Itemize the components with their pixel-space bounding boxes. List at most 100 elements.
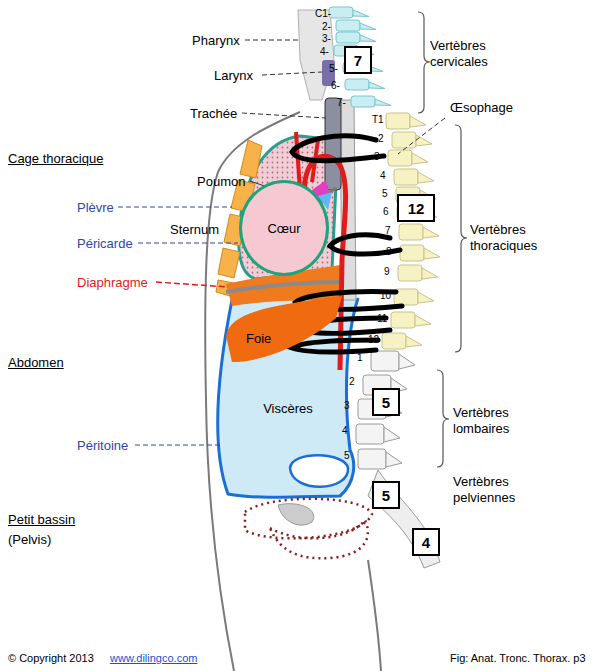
rib bbox=[292, 340, 378, 352]
leader-line bbox=[135, 445, 220, 446]
spinous-process bbox=[353, 10, 369, 17]
vertebra-number: 5 bbox=[382, 188, 388, 200]
diaphragm-line bbox=[226, 282, 348, 292]
vertebra-number: 4 bbox=[380, 170, 386, 182]
node-text: 7 bbox=[354, 52, 362, 69]
vertebra-body bbox=[371, 351, 399, 371]
credit-text: © Copyright 2013 bbox=[8, 652, 94, 665]
leader-lines bbox=[118, 40, 445, 445]
vertebra-number: T1 bbox=[372, 114, 384, 126]
node-text: Cœur bbox=[267, 221, 300, 236]
callout-number-box: 12 bbox=[397, 194, 435, 222]
vertebra-number: 1 bbox=[357, 352, 363, 364]
callout-number-box: 4 bbox=[412, 528, 440, 556]
spinous-process bbox=[412, 153, 428, 164]
callout-number-box: 5 bbox=[372, 388, 400, 416]
vertebra-number: 7- bbox=[337, 97, 346, 109]
vertebra-body bbox=[392, 132, 416, 148]
part-label: Poumon bbox=[197, 174, 245, 190]
spinous-process bbox=[399, 354, 415, 369]
vertebra-body bbox=[399, 224, 423, 240]
vertebra-number: 11 bbox=[377, 313, 387, 325]
vertebra-number: C1- bbox=[315, 8, 331, 20]
spinous-process bbox=[418, 172, 434, 183]
spinous-process bbox=[375, 99, 391, 106]
part-label: Vertèbres thoraciques bbox=[470, 222, 560, 253]
leader-line bbox=[262, 72, 322, 75]
spinous-process bbox=[422, 268, 438, 279]
spinous-process bbox=[386, 452, 402, 467]
pharynx-shape bbox=[298, 10, 334, 100]
organ-region: Viscères bbox=[240, 388, 336, 428]
vertebra-number: 6 bbox=[383, 206, 389, 218]
vertebra-number: 4 bbox=[342, 425, 348, 437]
curly-brace bbox=[418, 12, 430, 113]
spinous-process bbox=[360, 35, 376, 42]
spinous-process bbox=[424, 248, 440, 259]
leader-line bbox=[156, 282, 228, 287]
leader-line bbox=[242, 113, 326, 118]
vertebra-body bbox=[329, 7, 353, 18]
spinous-process bbox=[423, 227, 439, 238]
pelvis-outline bbox=[245, 499, 372, 539]
spinous-process bbox=[410, 116, 426, 127]
vertebra-number: 4- bbox=[320, 46, 329, 58]
vertebra-number: 2- bbox=[322, 21, 331, 33]
spinous-process bbox=[416, 135, 432, 146]
back-outline bbox=[368, 560, 381, 671]
spinous-process bbox=[406, 336, 422, 347]
pelvis-outline bbox=[270, 520, 368, 558]
trachea bbox=[325, 98, 341, 190]
liver-outline bbox=[222, 292, 344, 364]
vertebra-number: 8 bbox=[386, 246, 392, 258]
vertebra-body bbox=[336, 20, 360, 31]
part-label: Vertèbres pelviennes bbox=[453, 474, 548, 505]
part-label: Sternum bbox=[170, 222, 219, 238]
vertebra-number: 10 bbox=[380, 290, 391, 302]
figure-caption: Fig: Anat. Tronc. Thorax. p3 bbox=[450, 652, 586, 665]
spinous-process bbox=[360, 23, 376, 30]
vertebra-body bbox=[336, 32, 360, 43]
spinous-process bbox=[415, 315, 431, 326]
liver-shape: Foie bbox=[222, 292, 344, 364]
part-label: Vertèbres lombaires bbox=[453, 405, 533, 436]
node-text: 4 bbox=[422, 534, 430, 551]
vertebra-number: 5 bbox=[344, 450, 350, 462]
vertebra-body bbox=[382, 333, 406, 349]
part-label: Larynx bbox=[214, 68, 253, 84]
curly-brace bbox=[437, 370, 449, 467]
vertebra-number: 3 bbox=[344, 400, 350, 412]
rib bbox=[292, 136, 384, 161]
part-label: Péritoine bbox=[77, 438, 128, 454]
vertebra-body bbox=[358, 449, 386, 469]
part-label: Abdomen bbox=[8, 355, 64, 371]
vertebra-body bbox=[398, 265, 422, 281]
part-label: Péricarde bbox=[77, 236, 133, 252]
vertebra-number: 5- bbox=[329, 63, 338, 75]
heart-shape: Cœur bbox=[239, 180, 329, 276]
vertebra-number: 12 bbox=[368, 334, 379, 346]
part-label: Petit bassin bbox=[8, 512, 75, 528]
node-text: 12 bbox=[408, 200, 425, 217]
spinous-process bbox=[384, 427, 400, 442]
braces bbox=[418, 12, 467, 467]
sacrum bbox=[368, 470, 440, 568]
sternum-segment bbox=[240, 140, 262, 178]
vertebra-body bbox=[351, 96, 375, 107]
spinous-process bbox=[369, 82, 385, 89]
vertebra-body bbox=[391, 312, 415, 328]
part-label: Œsophage bbox=[450, 100, 513, 116]
curly-brace bbox=[455, 125, 467, 352]
part-label: Cage thoracique bbox=[8, 151, 103, 167]
vertebra-body bbox=[356, 424, 384, 444]
credit-text: www.dilingco.com bbox=[110, 652, 197, 665]
callout-number-box: 5 bbox=[372, 481, 400, 509]
vertebra-number: 7 bbox=[385, 225, 391, 237]
node-text: Viscères bbox=[263, 401, 313, 416]
vertebra-body bbox=[386, 113, 410, 129]
leader-line bbox=[138, 243, 238, 244]
callout-number-box: 7 bbox=[344, 46, 372, 74]
vertebra-number: 6- bbox=[331, 80, 340, 92]
vertebra-body bbox=[400, 245, 424, 261]
